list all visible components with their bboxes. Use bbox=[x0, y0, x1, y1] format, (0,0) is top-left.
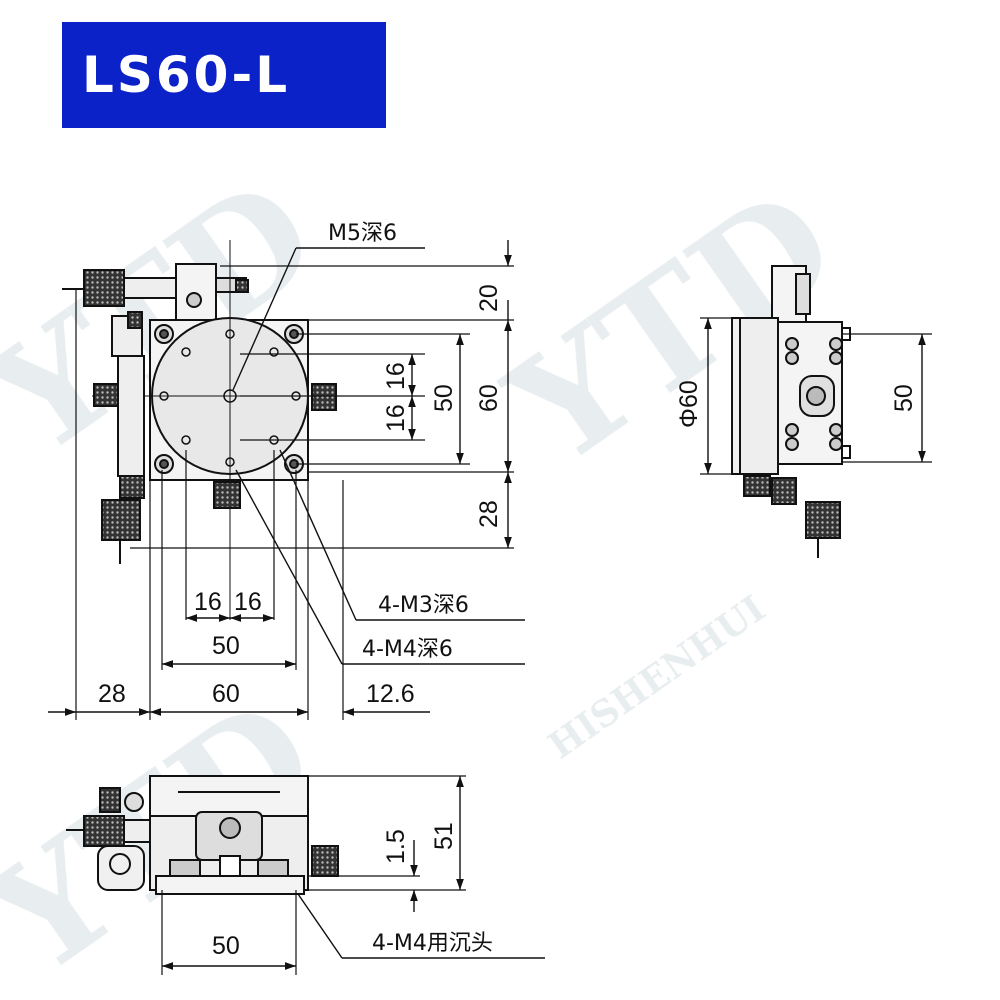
lock-knob-right bbox=[311, 383, 337, 411]
top-view bbox=[48, 240, 525, 720]
top-micrometer-barrel bbox=[123, 277, 177, 299]
dim-16-upper: 16 bbox=[382, 362, 410, 390]
dim-60-vertical: 60 bbox=[475, 384, 503, 412]
callout-m3: 4-M3深6 bbox=[378, 593, 469, 618]
callout-m4: 4-M4深6 bbox=[362, 637, 453, 662]
side-view-dimensions: Φ60 50 bbox=[675, 380, 918, 428]
front-micrometer-knob bbox=[83, 815, 125, 847]
dim-20: 20 bbox=[475, 284, 503, 312]
front-view-dimensions: 1.5 51 50 4-M4用沉头 bbox=[212, 822, 493, 960]
watermark-subtext: HISHENHUI bbox=[541, 588, 773, 768]
dim-50-front: 50 bbox=[212, 932, 240, 960]
callout-m5: M5深6 bbox=[328, 221, 397, 246]
side-view bbox=[700, 265, 932, 558]
callout-counterbore: 4-M4用沉头 bbox=[372, 931, 493, 956]
dim-50-side: 50 bbox=[890, 384, 918, 412]
side-micrometer-knob bbox=[805, 501, 841, 539]
front-top-plate bbox=[149, 775, 309, 817]
dim-16-lower: 16 bbox=[382, 404, 410, 432]
lock-knob-bottom bbox=[213, 481, 241, 509]
dim-phi60: Φ60 bbox=[675, 380, 703, 428]
left-micrometer-barrel bbox=[117, 355, 145, 477]
top-view-dimensions: 20 60 28 50 16 16 16 16 50 28 60 12.6 M5… bbox=[98, 221, 503, 708]
title-banner: LS60-L bbox=[62, 22, 386, 128]
front-view bbox=[66, 775, 545, 975]
dim-51: 51 bbox=[430, 822, 458, 850]
dim-28-vertical: 28 bbox=[475, 500, 503, 528]
dim-12-6: 12.6 bbox=[366, 680, 415, 708]
dim-1-5: 1.5 bbox=[382, 829, 410, 864]
top-micrometer-bracket bbox=[175, 263, 217, 321]
dim-50-horizontal: 50 bbox=[212, 632, 240, 660]
dim-60-horizontal: 60 bbox=[212, 680, 240, 708]
dim-16-left: 16 bbox=[194, 588, 222, 616]
dim-16-right: 16 bbox=[234, 588, 262, 616]
dim-28-horizontal: 28 bbox=[98, 680, 126, 708]
left-micrometer-knob bbox=[101, 499, 141, 541]
dim-50-vertical: 50 bbox=[430, 384, 458, 412]
model-title: LS60-L bbox=[82, 46, 291, 104]
top-micrometer-knob bbox=[83, 269, 125, 307]
side-table bbox=[731, 317, 779, 475]
